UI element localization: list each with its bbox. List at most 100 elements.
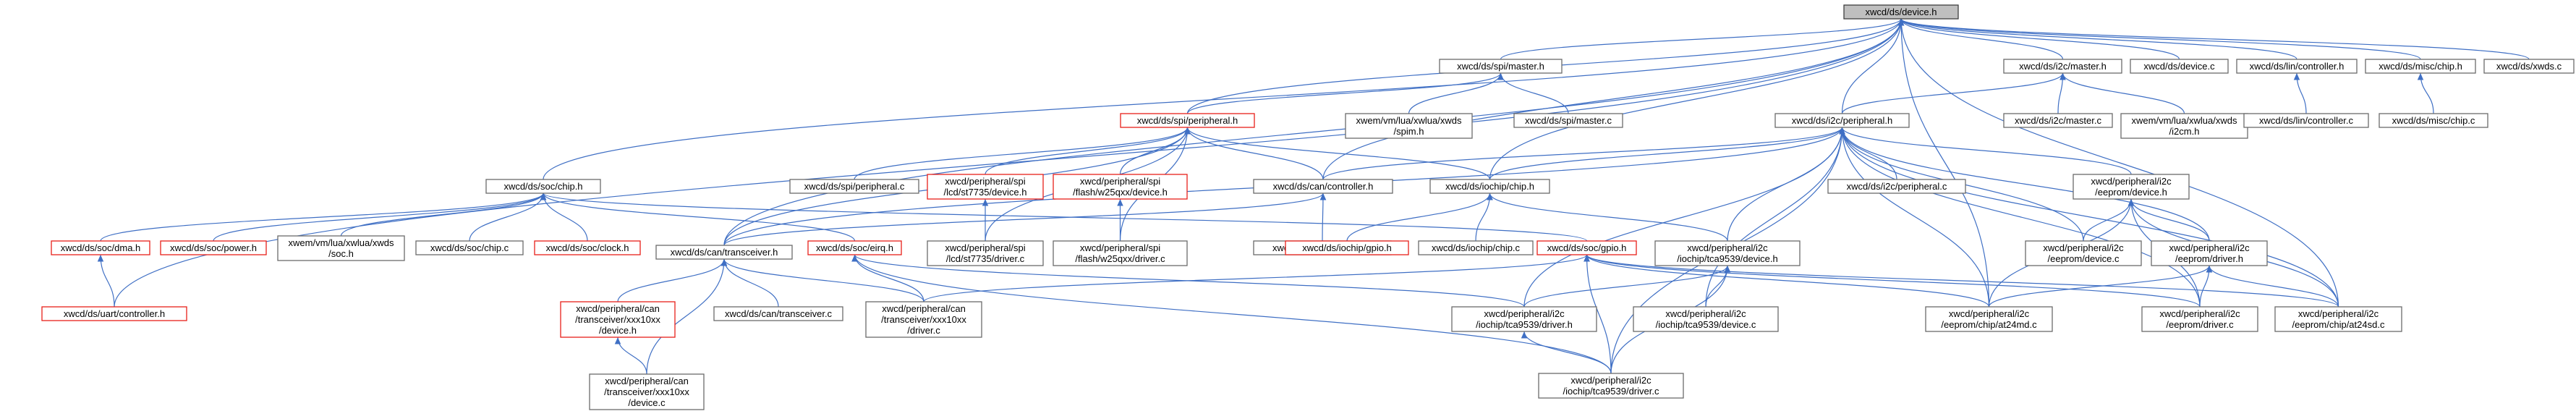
dependency-edge-soc_chip_h-to-device_h	[543, 18, 1905, 180]
file-node-box	[2243, 113, 2369, 128]
file-node-box	[2003, 113, 2113, 128]
file-node-soc-clock-h[interactable]: xwcd/ds/soc/clock.h	[534, 240, 641, 255]
file-node-tca9539-device-c[interactable]: xwcd/peripheral/i2c/iochip/tca9539/devic…	[1633, 306, 1779, 332]
file-node-st7735-device-h[interactable]: xwcd/peripheral/spi/lcd/st7735/device.h	[927, 174, 1044, 200]
file-node-soc-chip-h[interactable]: xwcd/ds/soc/chip.h	[485, 179, 601, 194]
file-node-label: xwcd/ds/device.c	[2143, 61, 2215, 72]
dependency-edge-at24md_c-to-i2c_peripheral_h	[1839, 127, 1990, 308]
file-node-xwem-soc-h[interactable]: xwem/vm/lua/xwlua/xwds/soc.h	[277, 235, 405, 261]
file-node-xwem-i2cm-h[interactable]: xwem/vm/lua/xwlua/xwds/i2cm.h	[2120, 113, 2248, 139]
file-node-xxx10xx-driver-c[interactable]: xwcd/peripheral/can/transceiver/xxx10xx/…	[865, 301, 982, 338]
file-node-i2c-master-c[interactable]: xwcd/ds/i2c/master.c	[2003, 113, 2113, 128]
dependency-edge-tca9539_driver_h-to-i2c_peripheral_h	[1523, 127, 1845, 308]
file-node-label: /iochip/tca9539/driver.h	[1476, 319, 1573, 330]
file-node-i2c-master-h[interactable]: xwcd/ds/i2c/master.h	[2003, 59, 2122, 74]
file-node-lin-controller-c[interactable]: xwcd/ds/lin/controller.c	[2243, 113, 2369, 128]
file-node-soc-power-h[interactable]: xwcd/ds/soc/power.h	[160, 240, 267, 255]
file-node-w25qxx-driver-c[interactable]: xwcd/peripheral/spi/flash/w25qxx/driver.…	[1053, 240, 1188, 266]
file-node-iochip-chip-h[interactable]: xwcd/ds/iochip/chip.h	[1429, 179, 1550, 194]
file-node-label: /flash/w25qxx/device.h	[1073, 187, 1168, 198]
file-node-eeprom-driver-h[interactable]: xwcd/peripheral/i2c/eeprom/driver.h	[2151, 240, 2268, 266]
file-node-box	[789, 179, 919, 194]
file-node-label: xwcd/ds/lin/controller.c	[2259, 115, 2354, 126]
file-node-label: xwcd/ds/spi/peripheral.h	[1137, 115, 1238, 126]
file-node-box	[2120, 113, 2248, 139]
file-node-soc-dma-h[interactable]: xwcd/ds/soc/dma.h	[51, 240, 150, 255]
dependency-edge-device_c-to-device_h	[1897, 18, 2180, 60]
file-node-tca9539-device-h[interactable]: xwcd/peripheral/i2c/iochip/tca9539/devic…	[1654, 240, 1801, 266]
file-node-label: /lcd/st7735/device.h	[944, 187, 1027, 198]
file-node-label: xwcd/ds/can/controller.h	[1273, 181, 1374, 192]
file-node-xxx10xx-device-h[interactable]: xwcd/peripheral/can/transceiver/xxx10xx/…	[560, 301, 676, 338]
file-node-iochip-gpio-h[interactable]: xwcd/ds/iochip/gpio.h	[1285, 240, 1409, 255]
file-node-label: xwcd/peripheral/i2c	[2159, 308, 2240, 319]
file-node-box	[1925, 306, 2053, 332]
file-node-box	[534, 240, 641, 255]
dependency-edge-spi_peripheral_h-to-spi_master_h	[1186, 72, 1504, 114]
file-node-tca9539-driver-h[interactable]: xwcd/peripheral/i2c/iochip/tca9539/drive…	[1451, 306, 1597, 332]
file-node-box	[1633, 306, 1779, 332]
file-node-box	[160, 240, 267, 255]
file-node-spi-master-h[interactable]: xwcd/ds/spi/master.h	[1439, 59, 1563, 74]
file-node-soc-eirq-h[interactable]: xwcd/ds/soc/eirq.h	[807, 240, 902, 255]
file-node-box	[2130, 59, 2229, 74]
file-node-label: xwcd/peripheral/can	[576, 303, 660, 314]
file-node-label: xwem/vm/lua/xwlua/xwds	[289, 237, 394, 248]
file-node-box	[865, 301, 982, 338]
file-node-eeprom-device-h[interactable]: xwcd/peripheral/i2c/eeprom/device.h	[2073, 174, 2190, 200]
dependency-edge-xwem_soc_h-to-soc_chip_h	[340, 192, 547, 237]
file-node-spi-master-c[interactable]: xwcd/ds/spi/master.c	[1513, 113, 1623, 128]
dependency-edge-spi_peripheral_c-to-spi_peripheral_h	[854, 127, 1191, 180]
file-node-st7735-driver-c[interactable]: xwcd/peripheral/spi/lcd/st7735/driver.c	[927, 240, 1044, 266]
file-node-label: /i2cm.h	[2169, 126, 2200, 137]
file-node-label: /iochip/tca9539/driver.c	[1563, 386, 1659, 397]
file-node-box	[1654, 240, 1801, 266]
file-node-misc-chip-h[interactable]: xwcd/ds/misc/chip.h	[2365, 59, 2476, 74]
file-node-label: xwcd/ds/spi/master.h	[1457, 61, 1544, 72]
file-node-i2c-peripheral-h[interactable]: xwcd/ds/i2c/peripheral.h	[1774, 113, 1910, 128]
dependency-edge-at24md_c-to-device_h	[1897, 18, 1990, 308]
file-node-box	[1053, 240, 1188, 266]
file-node-spi-peripheral-c[interactable]: xwcd/ds/spi/peripheral.c	[789, 179, 919, 194]
file-node-label: xwcd/ds/spi/master.c	[1525, 115, 1612, 126]
file-node-soc-chip-c[interactable]: xwcd/ds/soc/chip.c	[415, 240, 524, 255]
file-node-label: xwcd/peripheral/i2c	[2091, 176, 2172, 187]
file-node-spi-peripheral-h[interactable]: xwcd/ds/spi/peripheral.h	[1120, 113, 1255, 128]
file-node-at24sd-c[interactable]: xwcd/peripheral/i2c/eeprom/chip/at24sd.c	[2274, 306, 2402, 332]
file-node-device-h[interactable]: xwcd/ds/device.h	[1843, 4, 1959, 20]
file-node-label: xwcd/peripheral/i2c	[2043, 242, 2124, 253]
file-node-label: /transceiver/xxx10xx	[575, 314, 660, 325]
file-node-tca9539-driver-c[interactable]: xwcd/peripheral/i2c/iochip/tca9539/drive…	[1538, 373, 1684, 399]
file-node-box	[713, 306, 843, 321]
dependency-edge-i2c_master_h-to-device_h	[1897, 18, 2064, 60]
file-node-label: xwcd/ds/xwds.c	[2496, 61, 2562, 72]
file-node-soc-gpio-h[interactable]: xwcd/ds/soc/gpio.h	[1536, 240, 1637, 255]
file-node-at24md-c[interactable]: xwcd/peripheral/i2c/eeprom/chip/at24md.c	[1925, 306, 2053, 332]
file-node-box	[2365, 59, 2476, 74]
file-node-iochip-chip-c[interactable]: xwcd/ds/iochip/chip.c	[1418, 240, 1534, 255]
file-node-device-c[interactable]: xwcd/ds/device.c	[2130, 59, 2229, 74]
file-node-xwem-spim-h[interactable]: xwem/vm/lua/xwlua/xwds/spim.h	[1345, 113, 1473, 139]
file-node-uart-controller-h[interactable]: xwcd/ds/uart/controller.h	[41, 306, 187, 321]
file-node-xxx10xx-device-c[interactable]: xwcd/peripheral/can/transceiver/xxx10xx/…	[589, 373, 705, 410]
file-node-can-transceiver-c[interactable]: xwcd/ds/can/transceiver.c	[713, 306, 843, 321]
dependency-edge-xxx10xx_device_c-to-can_transceiver_h	[646, 258, 728, 375]
dependency-edge-soc_power_h-to-soc_chip_h	[213, 192, 547, 242]
file-node-lin-controller-h[interactable]: xwcd/ds/lin/controller.h	[2236, 59, 2358, 74]
file-node-can-transceiver-h[interactable]: xwcd/ds/can/transceiver.h	[655, 245, 793, 260]
file-node-box	[589, 373, 705, 410]
file-node-w25qxx-device-h[interactable]: xwcd/peripheral/spi/flash/w25qxx/device.…	[1053, 174, 1188, 200]
file-node-misc-chip-c[interactable]: xwcd/ds/misc/chip.c	[2379, 113, 2488, 128]
file-node-xwds-c[interactable]: xwcd/ds/xwds.c	[2483, 59, 2575, 74]
dependency-edge-i2c_peripheral_c-to-i2c_peripheral_h	[1839, 127, 1897, 180]
file-node-label: /transceiver/xxx10xx	[604, 386, 689, 397]
dependency-edge-eeprom_driver_h-to-i2c_peripheral_h	[1839, 127, 2210, 242]
file-node-can-controller-h[interactable]: xwcd/ds/can/controller.h	[1253, 179, 1393, 194]
file-node-i2c-peripheral-c[interactable]: xwcd/ds/i2c/peripheral.c	[1827, 179, 1966, 194]
file-node-eeprom-driver-c[interactable]: xwcd/peripheral/i2c/eeprom/driver.c	[2141, 306, 2258, 332]
dependency-edge-xxx10xx_driver_c-to-soc_gpio_h	[923, 254, 1590, 302]
file-node-eeprom-device-c[interactable]: xwcd/peripheral/i2c/eeprom/device.c	[2025, 240, 2142, 266]
dependency-edge-soc_dma_h-to-soc_chip_h	[100, 192, 547, 242]
file-node-label: xwcd/ds/misc/chip.h	[2379, 61, 2462, 72]
dependency-edge-can_transceiver_h-to-can_controller_h	[723, 192, 1327, 246]
